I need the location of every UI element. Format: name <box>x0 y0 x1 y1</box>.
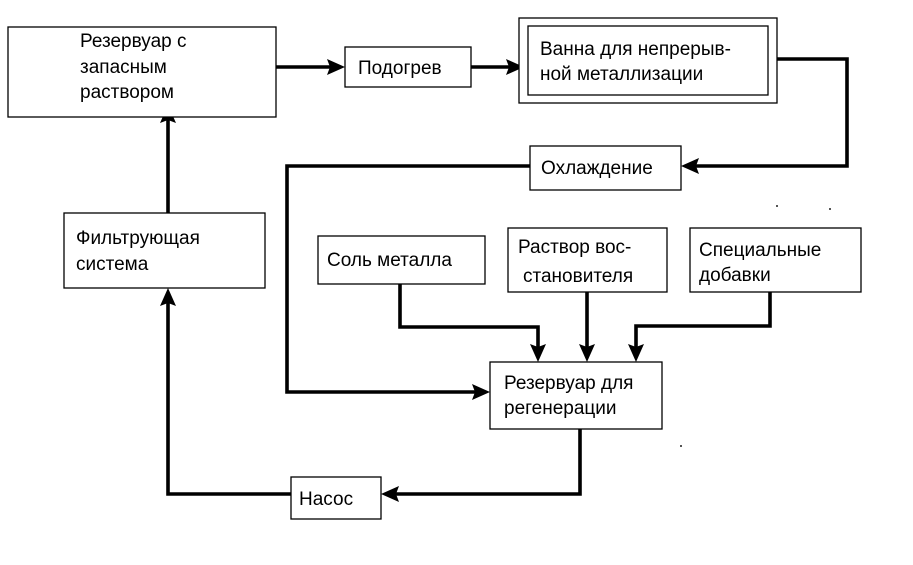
heating-label: Подогрев <box>358 58 442 79</box>
reducer-line-2: становителя <box>523 266 633 287</box>
bath-line-2: ной металлизации <box>540 64 703 85</box>
node-reducer: Раствор вос- становителя <box>508 228 667 292</box>
node-filter: Фильтрующая система <box>64 213 265 288</box>
node-regen: Резервуар для регенерации <box>490 362 662 429</box>
node-metal-salt: Соль металла <box>318 236 485 284</box>
reducer-line-1: Раствор вос- <box>518 237 631 258</box>
edge-additives-to-regen <box>636 292 770 349</box>
regen-line-1: Резервуар для <box>504 373 633 394</box>
reservoir-stock-line-3: раствором <box>80 82 174 103</box>
reservoir-stock-line-2: запасным <box>80 57 167 78</box>
node-pump: Насос <box>291 477 381 519</box>
edge-pump-to-filter <box>168 303 291 494</box>
additives-line-2: добавки <box>699 265 771 286</box>
node-reservoir-stock: Резервуар с запасным раствором <box>8 27 276 117</box>
regen-line-2: регенерации <box>504 398 617 419</box>
node-additives: Специальные добавки <box>690 228 861 292</box>
reservoir-stock-line-1: Резервуар с <box>80 31 187 52</box>
filter-line-1: Фильтрующая <box>76 228 200 249</box>
additives-line-1: Специальные <box>699 240 821 261</box>
bath-line-1: Ванна для непрерыв- <box>540 39 731 60</box>
metal-salt-label: Соль металла <box>327 250 452 271</box>
edge-regen-to-pump <box>396 429 580 494</box>
filter-line-2: система <box>76 254 149 275</box>
pump-label: Насос <box>299 489 353 510</box>
node-cooling: Охлаждение <box>530 146 681 190</box>
edge-metal-salt-to-regen <box>400 284 538 349</box>
cooling-label: Охлаждение <box>541 158 653 179</box>
node-bath: Ванна для непрерыв- ной металлизации <box>519 18 777 103</box>
node-heating: Подогрев <box>345 47 471 87</box>
